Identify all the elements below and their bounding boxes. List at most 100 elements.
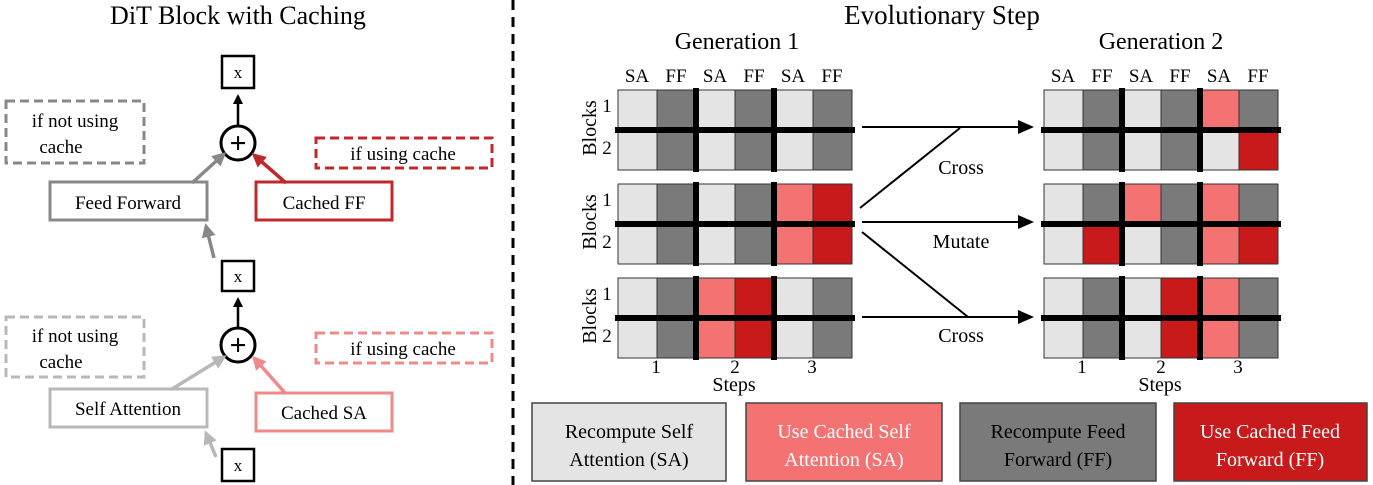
row-number: 1: [602, 96, 612, 117]
gen1-col-header: SA: [781, 66, 806, 87]
legend-recompute-sa-swatch: [531, 402, 727, 482]
grid-cell-cf: [1238, 225, 1279, 265]
gen1-col-header: FF: [821, 66, 842, 87]
grid-cell-rf: [734, 225, 775, 265]
cross-label-bottom: Cross: [938, 325, 984, 347]
legend-cached-ff-line2: Forward (FF): [1216, 449, 1324, 471]
legend-cached-sa-line2: Attention (SA): [784, 449, 903, 471]
grid-cell-rs: [617, 183, 658, 223]
grid-cell-cf: [1160, 319, 1201, 359]
ff-using-cache-box: [314, 136, 494, 170]
grid-cell-rs: [617, 277, 658, 317]
grid-cell-rf: [656, 131, 697, 171]
grid-cell-rf: [812, 319, 853, 359]
lower-plus-symbol: +: [229, 329, 246, 362]
grid-cell-rs: [695, 225, 736, 265]
grid-cell-rs: [617, 89, 658, 129]
grid-cell-cs: [695, 277, 736, 317]
grid-cell-rs: [617, 225, 658, 265]
input-x-box: [220, 447, 256, 483]
grid-cell-rf: [734, 183, 775, 223]
grid-cell-rs: [1121, 131, 1162, 171]
grid-cell-rf: [656, 89, 697, 129]
row-number: 1: [602, 284, 612, 305]
cache-schedule-grid: [1041, 276, 1281, 360]
grid-cell-rs: [1043, 225, 1084, 265]
right-panel-title: Evolutionary Step: [844, 0, 1040, 30]
gen2-col-header: SA: [1051, 66, 1076, 87]
grid-cell-cs: [1199, 277, 1240, 317]
grid-cell-rs: [773, 277, 814, 317]
sa-using-cache-box: [314, 331, 494, 365]
grid-cell-cf: [734, 277, 775, 317]
grid-cell-cs: [1121, 183, 1162, 223]
step-number: 3: [1233, 357, 1243, 378]
grid-cell-rf: [812, 277, 853, 317]
legend-cached-ff-swatch: [1173, 402, 1368, 482]
cached-sa-label: Cached SA: [281, 403, 367, 424]
steps-axis-label: Steps: [1138, 374, 1182, 396]
grid-cell-rf: [1238, 319, 1279, 359]
grid-cell-rs: [773, 319, 814, 359]
legend: Recompute Self Attention (SA) Use Cached…: [531, 402, 1368, 482]
ff-using-cache-label: if using cache: [350, 144, 456, 165]
left-panel: DiT Block with Caching x + if not using …: [4, 1, 494, 483]
gen2-column-headers: SA FF SA FF SA FF: [1051, 66, 1269, 87]
legend-recompute-sa-line1: Recompute Self: [565, 421, 694, 443]
cached-ff-label: Cached FF: [283, 193, 366, 214]
step-number: 2: [1156, 357, 1166, 378]
self-attention-arrow: [171, 355, 227, 391]
grid-cell-cf: [1160, 277, 1201, 317]
cache-schedule-grid: [615, 182, 855, 266]
grid-cell-rs: [1043, 183, 1084, 223]
ff-not-using-cache-box: [4, 99, 146, 165]
legend-cached-sa-swatch: [745, 402, 943, 482]
grid-cell-rf: [734, 89, 775, 129]
grid-cell-cs: [1199, 89, 1240, 129]
lower-plus-node: [219, 326, 257, 364]
legend-recompute-ff-line1: Recompute Feed: [991, 421, 1126, 443]
mid-x-box: [220, 259, 256, 293]
legend-cached-ff-line1: Use Cached Feed: [1200, 421, 1340, 443]
grid-cell-rf: [1082, 277, 1123, 317]
grid-cell-rs: [617, 319, 658, 359]
cache-schedule-grid: [615, 88, 855, 172]
generation-1-title: Generation 1: [675, 29, 800, 55]
legend-cached-sa-line1: Use Cached Self: [777, 421, 911, 443]
left-panel-title: DiT Block with Caching: [110, 1, 366, 30]
grid-cell-rf: [1238, 277, 1279, 317]
grid-cell-rs: [1043, 89, 1084, 129]
cache-schedule-grid: [615, 276, 855, 360]
legend-recompute-ff-swatch: [959, 402, 1157, 482]
feed-forward-box: [48, 180, 209, 222]
grid-cell-rs: [1199, 131, 1240, 171]
row-number: 2: [602, 138, 612, 159]
grid-cell-rf: [1160, 131, 1201, 171]
grid-cell-rf: [1082, 183, 1123, 223]
gen2-col-header: FF: [1169, 66, 1190, 87]
feed-forward-label: Feed Forward: [75, 193, 182, 214]
grid-cell-cs: [1199, 319, 1240, 359]
grid-cell-rf: [1160, 225, 1201, 265]
gen1-col-header: FF: [665, 66, 686, 87]
grid-cell-rs: [773, 89, 814, 129]
cached-ff-box: [254, 180, 394, 222]
ff-not-using-cache-line1: if not using: [32, 111, 119, 132]
grid-cell-rs: [1121, 319, 1162, 359]
grid-cell-cf: [812, 183, 853, 223]
legend-recompute-ff-line2: Forward (FF): [1004, 449, 1112, 471]
input-x-to-sa-arrow: [203, 430, 218, 458]
grid-cell-cs: [1199, 183, 1240, 223]
sa-not-using-cache-box: [4, 315, 146, 379]
grid-cell-cs: [695, 319, 736, 359]
grid-cell-cf: [812, 225, 853, 265]
grid-cell-rf: [1160, 183, 1201, 223]
generation-1-grids: [615, 88, 855, 360]
grid-cell-rs: [1121, 225, 1162, 265]
input-x-label: x: [234, 456, 243, 475]
row-number: 2: [602, 232, 612, 253]
grid-cell-rf: [656, 183, 697, 223]
right-panel: Evolutionary Step Generation 1 Generatio…: [531, 0, 1368, 482]
gen2-col-header: SA: [1207, 66, 1232, 87]
